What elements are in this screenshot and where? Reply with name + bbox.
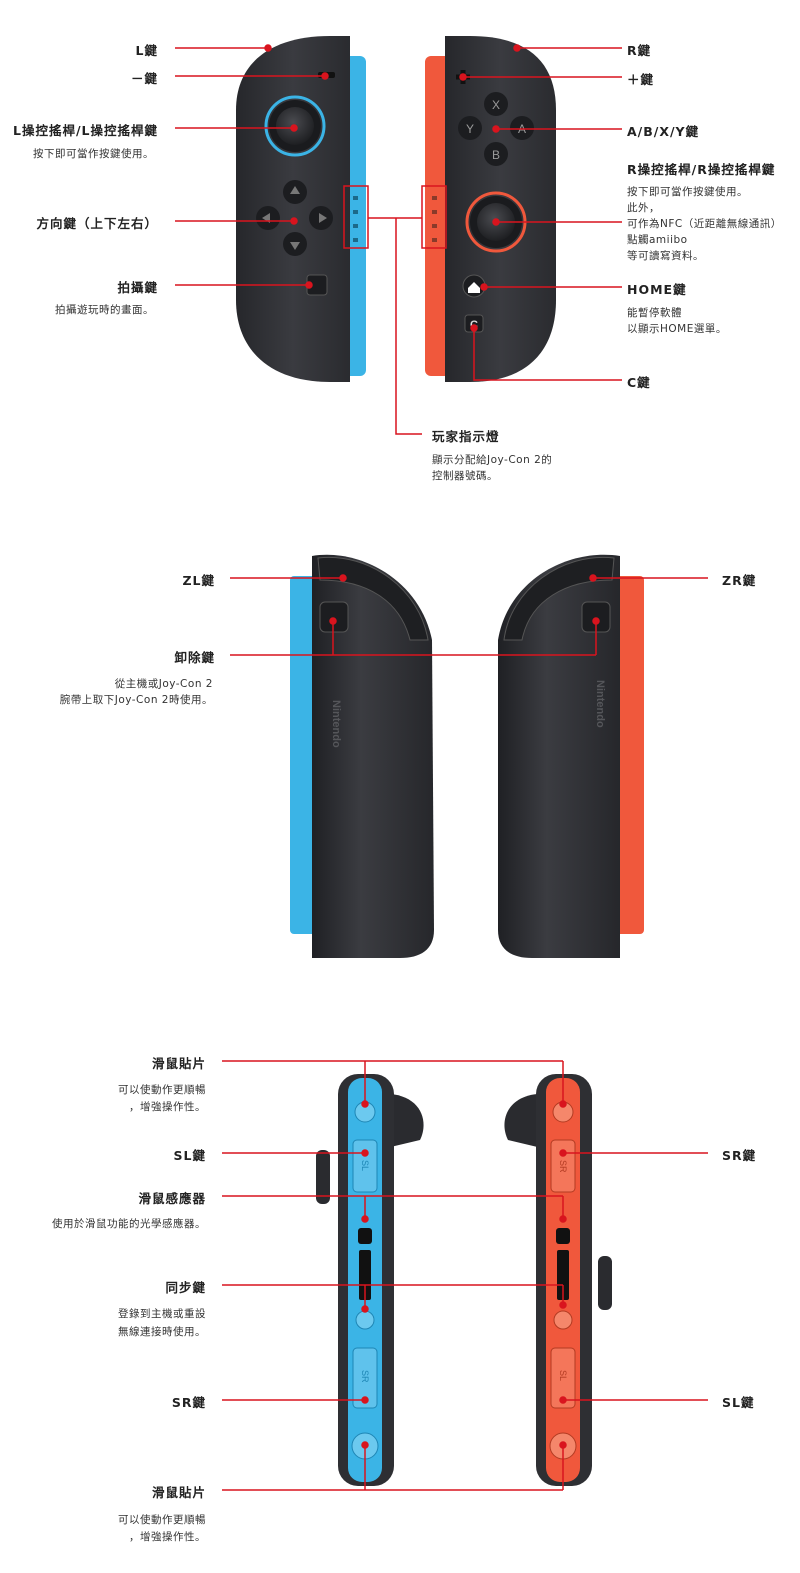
rail-leader-lines — [222, 1060, 708, 1491]
brand-left: Nintendo — [330, 700, 342, 748]
top-leader-lines — [230, 574, 708, 656]
abxy-buttons: X Y A B — [458, 92, 534, 166]
front-right-joycon: X Y A B C — [425, 36, 556, 382]
rail-letter-sl-left: SL — [360, 1160, 370, 1171]
sr-left-button — [352, 1347, 378, 1409]
top-left-joycon: Nintendo — [290, 554, 434, 958]
label-c-button: C鍵 — [627, 375, 651, 390]
label-abxy: A/B/X/Y鍵 — [627, 124, 700, 139]
desc-r-stick-3: 可作為NFC（近距離無線通訊） — [627, 218, 782, 230]
rail-right-joycon: SR SL — [504, 1074, 612, 1486]
label-zl: ZL鍵 — [182, 573, 215, 588]
face-letter-b: B — [492, 148, 500, 162]
rail-letter-sr-left: SR — [360, 1370, 370, 1383]
label-home: HOME鍵 — [627, 282, 687, 297]
desc-mouse-pad-bottom-1: 可以使動作更順暢 — [118, 1514, 206, 1526]
label-sensor: 滑鼠感應器 — [138, 1191, 206, 1206]
brand-right: Nintendo — [594, 680, 606, 728]
desc-release-2: 腕帶上取下Joy-Con 2時使用。 — [59, 694, 213, 706]
desc-home-1: 能暫停軟體 — [627, 307, 682, 319]
label-player-lights: 玩家指示燈 — [432, 429, 500, 444]
label-r-button: R鍵 — [627, 43, 652, 58]
label-zr: ZR鍵 — [722, 573, 757, 588]
desc-capture: 拍攝遊玩時的畫面。 — [55, 304, 154, 316]
label-capture: 拍攝鍵 — [117, 280, 158, 295]
rail-letter-sl-right: SL — [558, 1370, 568, 1381]
desc-l-stick: 按下即可當作按鍵使用。 — [33, 148, 154, 160]
desc-r-stick-5: 等可讀寫資料。 — [627, 250, 704, 262]
label-minus-button: －鍵 — [130, 71, 158, 86]
desc-mouse-pad-bottom-2: ，增強操作性。 — [129, 1531, 206, 1543]
desc-r-stick-1: 按下即可當作按鍵使用。 — [627, 186, 748, 198]
desc-sensor: 使用於滑鼠功能的光學感應器。 — [52, 1218, 206, 1230]
release-button-left — [319, 601, 349, 633]
label-mouse-pad-top: 滑鼠貼片 — [151, 1056, 206, 1071]
left-joycon-body — [236, 36, 350, 382]
label-sl-right: SL鍵 — [722, 1395, 755, 1410]
sync-button-left — [355, 1310, 375, 1330]
face-letter-y: Y — [466, 122, 474, 136]
desc-r-stick-2: 此外， — [627, 202, 660, 214]
rail-left-stick — [316, 1150, 330, 1204]
label-sl-left: SL鍵 — [173, 1148, 206, 1163]
label-dpad: 方向鍵（上下左右） — [36, 216, 158, 231]
face-letter-x: X — [492, 98, 500, 112]
sensor-left — [358, 1228, 372, 1244]
sync-slot-right — [557, 1250, 569, 1300]
desc-player-lights-1: 顯示分配給Joy-Con 2的 — [432, 454, 553, 466]
desc-home-2: 以顯示HOME選單。 — [627, 323, 727, 335]
dpad — [256, 180, 333, 256]
rail-left-joycon: SL SR — [316, 1074, 424, 1486]
label-plus-button: ＋鍵 — [627, 72, 655, 87]
sensor-right — [556, 1228, 570, 1244]
front-left-joycon — [236, 36, 366, 382]
desc-mouse-pad-top-2: ，增強操作性。 — [129, 1101, 206, 1113]
sl-right-button — [550, 1347, 576, 1409]
home-icon — [468, 282, 480, 293]
label-sync: 同步鍵 — [165, 1280, 206, 1295]
desc-r-stick-4: 點觸amiibo — [627, 234, 688, 246]
top-right-joycon: Nintendo — [498, 554, 644, 958]
desc-release-1: 從主機或Joy-Con 2 — [114, 678, 213, 690]
zr-trigger — [503, 556, 615, 641]
player-lights — [343, 185, 447, 249]
desc-sync-1: 登錄到主機或重設 — [118, 1308, 206, 1320]
label-l-button: L鍵 — [135, 43, 158, 58]
rail-letter-sr-right: SR — [558, 1160, 568, 1173]
desc-mouse-pad-top-1: 可以使動作更順暢 — [118, 1084, 206, 1096]
label-release: 卸除鍵 — [174, 650, 215, 665]
sync-slot-left — [359, 1250, 371, 1300]
label-l-stick: L操控搖桿/L操控搖桿鍵 — [13, 123, 158, 138]
label-r-stick: R操控搖桿/R操控搖桿鍵 — [627, 162, 776, 177]
front-leader-lines — [175, 44, 622, 435]
label-mouse-pad-bottom: 滑鼠貼片 — [151, 1485, 206, 1500]
label-sr-right: SR鍵 — [722, 1148, 757, 1163]
desc-sync-2: 無線連接時使用。 — [118, 1326, 206, 1338]
sync-button-right — [553, 1310, 573, 1330]
rail-right-stick — [598, 1256, 612, 1310]
label-sr-left: SR鍵 — [171, 1395, 206, 1410]
l-stick-ring — [264, 95, 326, 157]
desc-player-lights-2: 控制器號碼。 — [432, 470, 498, 482]
